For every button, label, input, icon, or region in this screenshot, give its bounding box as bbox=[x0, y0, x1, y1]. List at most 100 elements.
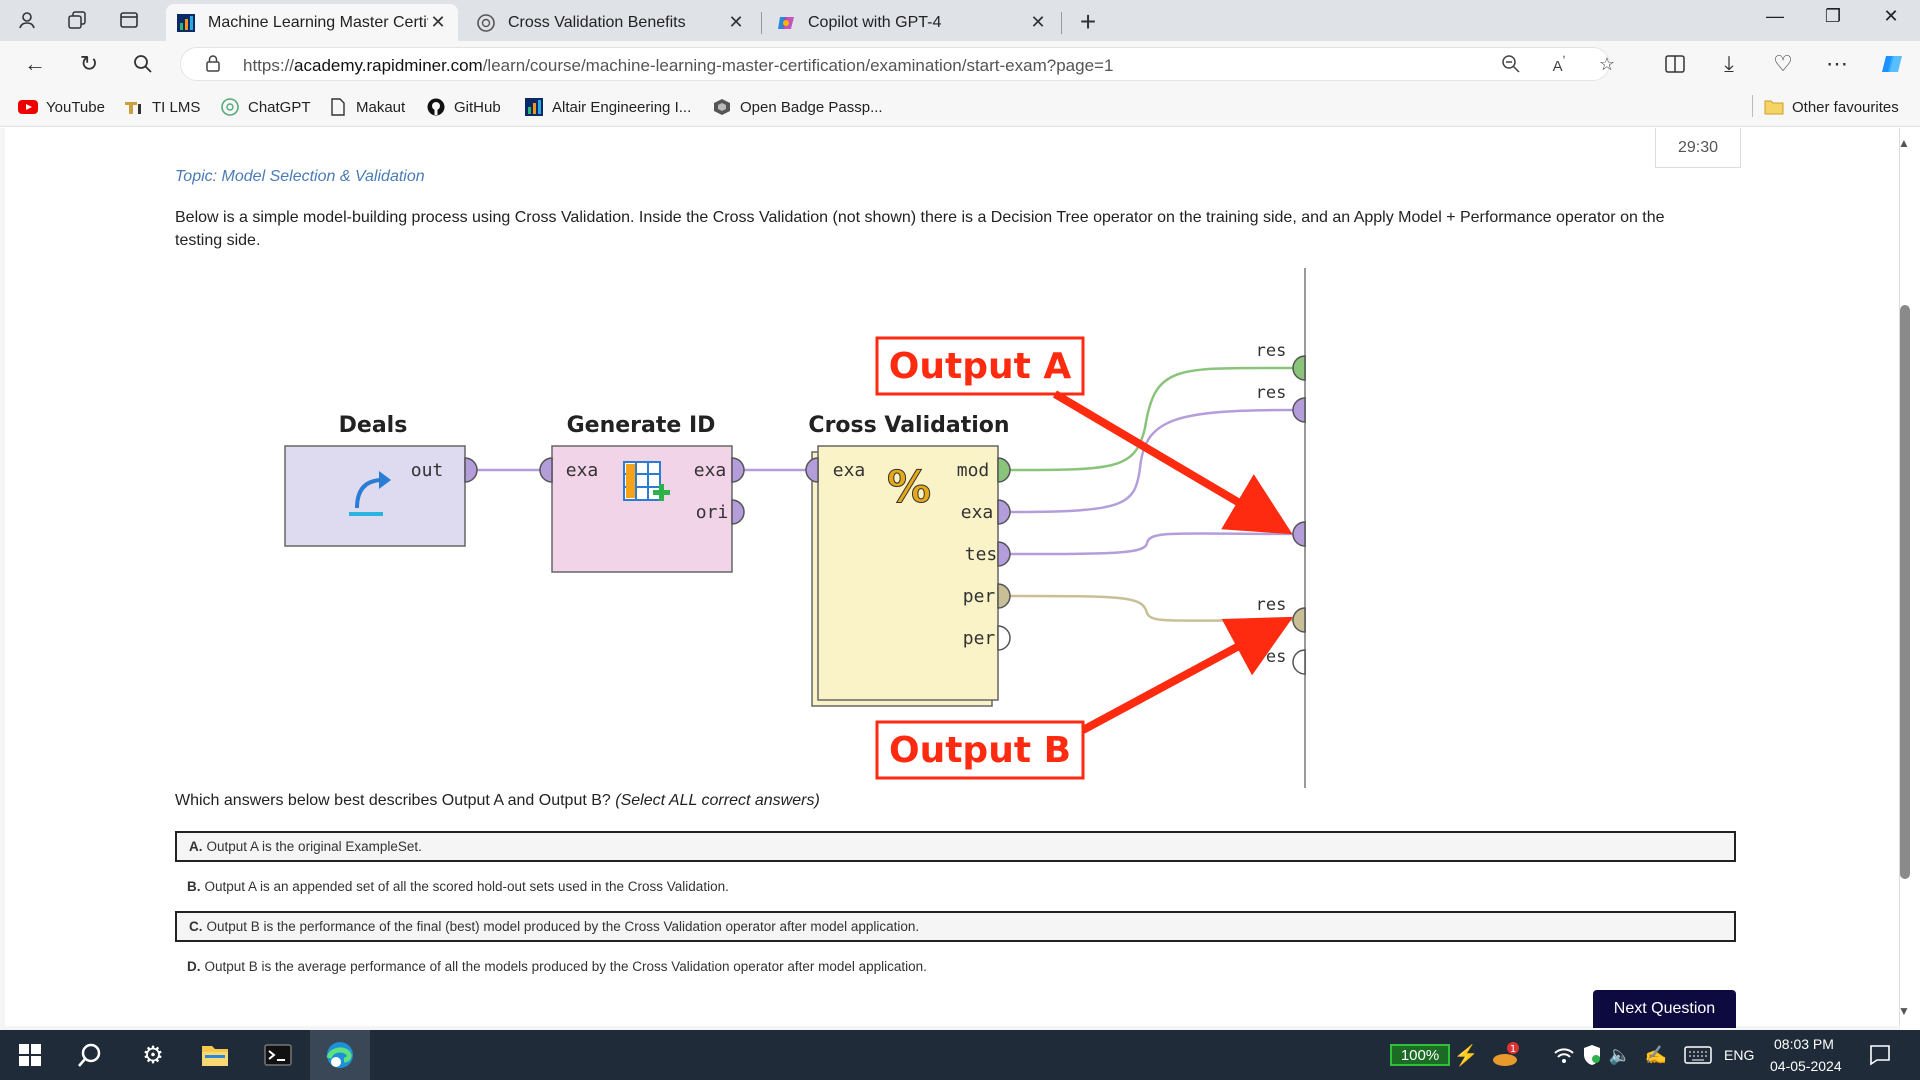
bookmark-youtube[interactable]: YouTube bbox=[18, 98, 105, 116]
port-out[interactable] bbox=[731, 499, 745, 525]
answer-option-d[interactable]: D.Output B is the average performance of… bbox=[175, 951, 1736, 982]
bookmark-label: ChatGPT bbox=[248, 98, 311, 116]
workspaces-icon[interactable] bbox=[64, 8, 90, 32]
address-bar[interactable]: https://academy.rapidminer.com/learn/cou… bbox=[180, 47, 1615, 81]
url-text[interactable]: https://academy.rapidminer.com/learn/cou… bbox=[243, 56, 1113, 76]
wifi-icon[interactable] bbox=[1548, 1039, 1580, 1071]
favorite-star-icon[interactable]: ☆ bbox=[1598, 54, 1616, 74]
operator-generate-id[interactable]: Generate ID exa exa ori bbox=[539, 413, 745, 573]
power-plug-icon[interactable]: ⚡ bbox=[1453, 1044, 1479, 1067]
port-label: exa bbox=[833, 460, 866, 481]
edge-browser-icon[interactable] bbox=[324, 1039, 356, 1071]
read-aloud-icon[interactable]: Aʼ bbox=[1552, 54, 1566, 75]
bookmark-github[interactable]: GitHub bbox=[426, 98, 501, 116]
close-window-icon[interactable]: ✕ bbox=[1883, 6, 1899, 26]
svg-text:1: 1 bbox=[1510, 1044, 1516, 1055]
result-port[interactable] bbox=[1292, 355, 1306, 381]
back-icon[interactable]: ← bbox=[24, 51, 46, 76]
keyboard-icon[interactable] bbox=[1682, 1039, 1714, 1071]
bookmark-label: TI LMS bbox=[152, 98, 201, 116]
windows-start-icon[interactable] bbox=[14, 1039, 46, 1071]
url-prefix: https:// bbox=[243, 56, 295, 75]
tab-actions-icon[interactable] bbox=[116, 8, 142, 32]
settings-gear-icon[interactable]: ⚙ bbox=[142, 1041, 164, 1069]
search-icon[interactable] bbox=[128, 49, 158, 79]
answer-letter: C. bbox=[189, 919, 203, 934]
new-tab-icon[interactable]: + bbox=[1079, 6, 1097, 37]
pen-icon[interactable]: ✍ bbox=[1644, 1044, 1668, 1065]
bookmark-altair[interactable]: Altair Engineering I... bbox=[524, 98, 691, 116]
terminal-icon[interactable] bbox=[262, 1039, 294, 1071]
port-out[interactable] bbox=[731, 457, 745, 483]
scroll-down-icon[interactable]: ▼ bbox=[1898, 1004, 1910, 1018]
result-port[interactable] bbox=[1292, 397, 1306, 423]
table-add-icon bbox=[623, 461, 670, 501]
refresh-icon[interactable]: ↻ bbox=[79, 51, 99, 76]
next-question-button[interactable]: Next Question bbox=[1593, 990, 1736, 1028]
answer-option-a[interactable]: A.Output A is the original ExampleSet. bbox=[175, 831, 1736, 862]
tab-machine-learning[interactable]: Machine Learning Master Certific ✕ bbox=[166, 4, 458, 41]
zoom-out-icon[interactable] bbox=[1499, 54, 1523, 76]
port-label: ori bbox=[696, 502, 729, 523]
port-in[interactable] bbox=[539, 457, 553, 483]
result-port[interactable] bbox=[1292, 521, 1306, 547]
restore-icon[interactable]: ❐ bbox=[1824, 6, 1842, 26]
page-icon bbox=[331, 98, 345, 116]
bookmark-label: YouTube bbox=[46, 98, 105, 116]
file-explorer-icon[interactable] bbox=[199, 1039, 231, 1071]
scroll-thumb[interactable] bbox=[1900, 305, 1910, 879]
close-tab-icon[interactable]: ✕ bbox=[430, 12, 446, 32]
port-out[interactable] bbox=[997, 541, 1011, 567]
browser-essentials-icon[interactable]: ♡ bbox=[1773, 51, 1793, 76]
connection-mod-res bbox=[1007, 366, 1296, 472]
lock-icon[interactable] bbox=[201, 54, 225, 76]
result-port[interactable] bbox=[1292, 649, 1306, 675]
downloads-icon[interactable]: ⤓ bbox=[1724, 51, 1734, 76]
chatgpt-icon bbox=[221, 98, 239, 116]
answer-option-c[interactable]: C.Output B is the performance of the fin… bbox=[175, 911, 1736, 942]
port-out[interactable] bbox=[997, 625, 1011, 651]
volume-icon[interactable]: 🔈 bbox=[1608, 1044, 1632, 1065]
bookmark-chatgpt[interactable]: ChatGPT bbox=[220, 98, 311, 116]
scroll-up-icon[interactable]: ▲ bbox=[1898, 136, 1910, 150]
result-port[interactable] bbox=[1292, 607, 1306, 633]
search-icon[interactable] bbox=[74, 1039, 106, 1071]
battery-indicator[interactable]: 100% bbox=[1390, 1044, 1450, 1066]
bookmark-other-favourites[interactable]: Other favourites bbox=[1764, 98, 1899, 116]
copilot-icon[interactable] bbox=[1878, 49, 1908, 79]
url-path: /learn/course/machine-learning-master-ce… bbox=[482, 56, 1114, 75]
tab-copilot[interactable]: Copilot with GPT-4 ✕ bbox=[766, 4, 1058, 41]
split-screen-icon[interactable] bbox=[1660, 49, 1690, 79]
port-out[interactable] bbox=[997, 499, 1011, 525]
callout-output-b: Output B bbox=[875, 616, 1294, 780]
bookmark-ti-lms[interactable]: TI LMS bbox=[124, 98, 200, 116]
answer-letter: B. bbox=[187, 879, 201, 894]
port-out[interactable] bbox=[464, 457, 478, 483]
close-tab-icon[interactable]: ✕ bbox=[1030, 12, 1046, 32]
notifications-icon[interactable] bbox=[1864, 1039, 1896, 1071]
operator-cross-validation[interactable]: Cross Validation exa % mod exa tes per p… bbox=[805, 413, 1011, 707]
close-tab-icon[interactable]: ✕ bbox=[728, 12, 744, 32]
port-in[interactable] bbox=[805, 457, 819, 483]
minimize-icon[interactable]: — bbox=[1766, 6, 1784, 26]
language-indicator[interactable]: ENG bbox=[1724, 1047, 1755, 1063]
operator-deals[interactable]: Deals out bbox=[284, 413, 478, 547]
profile-icon[interactable] bbox=[14, 8, 40, 32]
bookmark-makaut[interactable]: Makaut bbox=[328, 98, 405, 116]
answer-option-b[interactable]: B.Output A is an appended set of all the… bbox=[175, 871, 1736, 902]
prompt-text: Which answers below best describes Outpu… bbox=[175, 792, 616, 809]
clock-time[interactable]: 08:03 PM bbox=[1774, 1036, 1834, 1052]
answer-text: Output B is the average performance of a… bbox=[204, 959, 927, 974]
tab-cross-validation[interactable]: Cross Validation Benefits ✕ bbox=[466, 4, 756, 41]
port-out[interactable] bbox=[997, 583, 1011, 609]
connection-exa-res bbox=[1007, 408, 1296, 514]
callout-label: Output B bbox=[889, 730, 1071, 771]
operator-title: Generate ID bbox=[567, 413, 716, 438]
security-shield-icon[interactable] bbox=[1576, 1039, 1608, 1071]
bookmark-label: Other favourites bbox=[1792, 98, 1899, 116]
clock-date[interactable]: 04-05-2024 bbox=[1770, 1058, 1842, 1074]
bookmark-open-badge[interactable]: Open Badge Passp... bbox=[712, 98, 883, 116]
port-out[interactable] bbox=[997, 457, 1011, 483]
notification-app-icon[interactable]: 1 bbox=[1490, 1039, 1522, 1071]
more-menu-icon[interactable]: ⋯ bbox=[1826, 51, 1848, 76]
